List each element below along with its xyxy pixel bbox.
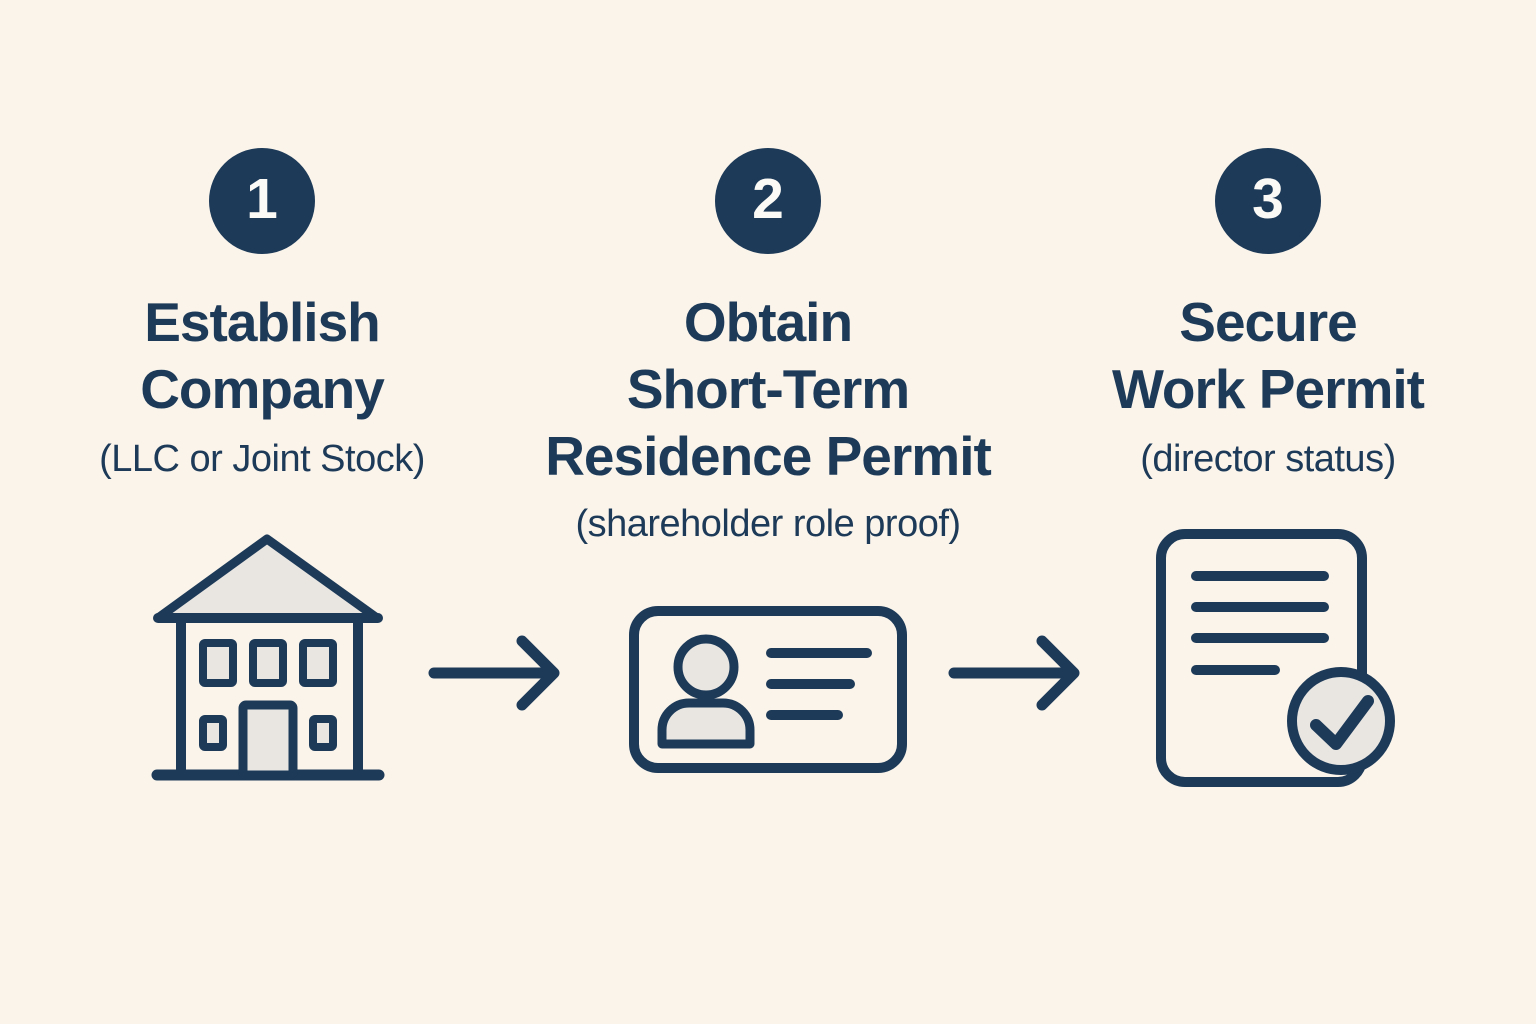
step-2-title: Obtain Short-Term Residence Permit <box>545 291 992 487</box>
step-3-number-badge: 3 <box>1215 148 1321 254</box>
step-3-title: Secure Work Permit <box>1112 291 1425 420</box>
step-3-subtitle: (director status) <box>1140 438 1396 480</box>
step-2-number-badge: 2 <box>715 148 821 254</box>
step-number: 3 <box>1252 167 1284 231</box>
step-number: 2 <box>752 167 784 231</box>
document-check-icon <box>1152 528 1397 793</box>
building-icon <box>148 533 388 783</box>
step-1-subtitle: (LLC or Joint Stock) <box>99 438 425 480</box>
step-1-title: Establish Company <box>140 291 385 420</box>
step-number: 1 <box>246 167 278 231</box>
step-2-subtitle: (shareholder role proof) <box>575 503 961 545</box>
arrow-right-icon <box>948 628 1083 718</box>
arrow-right-icon <box>428 628 563 718</box>
step-1-number-badge: 1 <box>209 148 315 254</box>
id-card-icon <box>628 605 908 775</box>
